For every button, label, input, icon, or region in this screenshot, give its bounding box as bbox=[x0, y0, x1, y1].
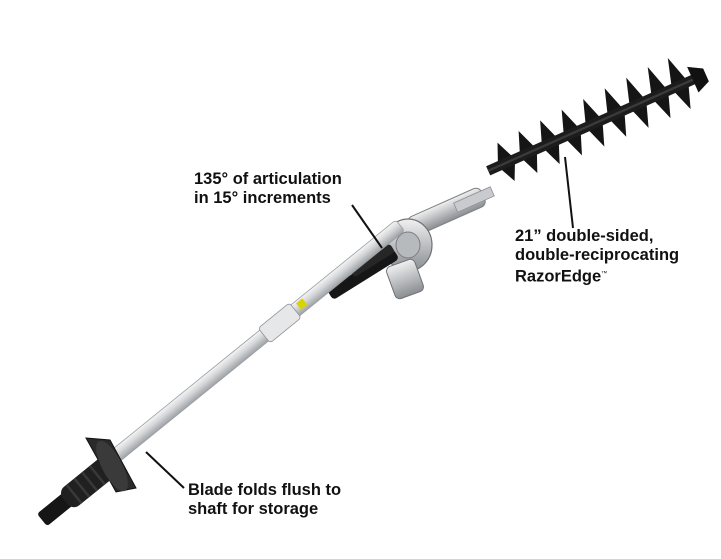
hand-guard bbox=[85, 437, 137, 493]
blade-tip bbox=[687, 66, 709, 93]
callout-blade-line3: RazorEdge bbox=[515, 267, 602, 286]
callout-storage: Blade folds flush to shaft for storage bbox=[188, 481, 341, 519]
callout-storage-line2: shaft for storage bbox=[188, 500, 319, 518]
callout-blade-line2: double-reciprocating bbox=[515, 246, 680, 264]
trademark-symbol: ™ bbox=[601, 271, 608, 277]
main-shaft bbox=[62, 220, 404, 501]
leader-blade bbox=[564, 156, 574, 229]
gear-housing bbox=[407, 186, 495, 236]
cutter-blade bbox=[486, 57, 709, 181]
blade-teeth-lower bbox=[500, 84, 691, 181]
blade-teeth-upper bbox=[497, 57, 687, 164]
leader-articulation bbox=[351, 204, 383, 249]
articulation-lever bbox=[328, 244, 398, 299]
callout-blade: 21” double-sided, double-reciprocating R… bbox=[515, 227, 679, 287]
callout-articulation-line2: in 15° increments bbox=[194, 189, 331, 207]
callout-blade-line1: 21” double-sided, bbox=[515, 227, 654, 245]
shaft-label bbox=[295, 298, 308, 310]
leader-storage bbox=[145, 451, 185, 489]
callout-articulation: 135° of articulation in 15° increments bbox=[194, 170, 342, 208]
callout-storage-line1: Blade folds flush to bbox=[188, 481, 342, 499]
callout-articulation-line1: 135° of articulation bbox=[194, 170, 342, 188]
callout-blade-line3-wrap: RazorEdge™ bbox=[515, 265, 679, 287]
